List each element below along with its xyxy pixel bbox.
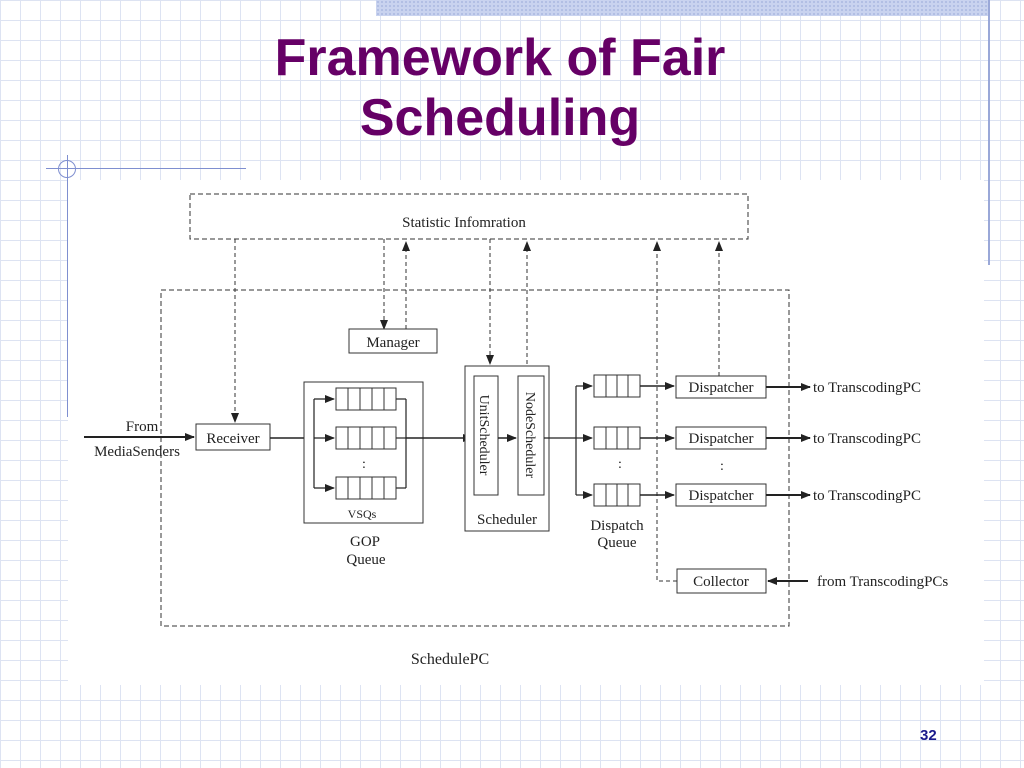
- statistic-information-label: Statistic Infomration: [402, 215, 526, 231]
- schedulepc-boundary: [160, 289, 790, 627]
- collector-box: [676, 568, 767, 594]
- manager-label: Manager: [366, 335, 419, 351]
- dispatcher-label-1: Dispatcher: [689, 380, 754, 396]
- queue-to-dispatcher-arrows: [640, 382, 675, 499]
- gop-label: GOP: [350, 534, 380, 550]
- vsq-ellipsis: :: [362, 457, 366, 472]
- node-scheduler-label: NodeScheduler: [522, 392, 537, 479]
- unit-scheduler-box: [473, 375, 499, 496]
- to-transcoding-label-2: to TranscodingPC: [813, 431, 921, 447]
- dispatcher-ellipsis: :: [720, 459, 724, 474]
- output-arrows: [766, 383, 811, 499]
- vsqs-label: VSQs: [348, 507, 377, 521]
- dispatcher-label-3: Dispatcher: [689, 488, 754, 504]
- vsq-queue-2: [335, 426, 397, 450]
- dispatcher-label-2: Dispatcher: [689, 431, 754, 447]
- receiver-box: [195, 423, 271, 451]
- dashed-arrow-collector-to-stat: [653, 241, 677, 582]
- gop-queue-label: Queue: [346, 552, 385, 568]
- dispatch-label: Dispatch: [590, 518, 644, 534]
- dispatch-queue-1: [593, 374, 641, 398]
- dispatch-queue-label: Queue: [597, 535, 636, 551]
- slide-title: Framework of Fair Scheduling: [150, 28, 850, 148]
- slide-number: 32: [920, 727, 937, 744]
- gop-branch-lines: [313, 395, 407, 492]
- scheduler-label: Scheduler: [477, 512, 537, 528]
- schedulepc-label: SchedulePC: [411, 651, 489, 668]
- statistic-information-box: [189, 193, 749, 240]
- from-label: From: [126, 419, 159, 435]
- collector-label: Collector: [693, 574, 749, 590]
- title-underline-rule: [46, 168, 246, 169]
- vsq-queue-1: [335, 387, 397, 411]
- node-scheduler-box: [517, 375, 545, 496]
- header-decoration-band: [376, 0, 990, 16]
- dispatch-branch-lines: [544, 382, 593, 499]
- title-line-1: Framework of Fair: [274, 29, 726, 87]
- dispatch-queue-3: [593, 483, 641, 507]
- manager-box: [348, 328, 438, 354]
- receiver-label: Receiver: [206, 431, 259, 447]
- left-vertical-rule: [67, 155, 68, 417]
- media-senders-label: MediaSenders: [94, 444, 180, 460]
- vsq-queue-3: [335, 476, 397, 500]
- rule-crosshair-circle: [58, 160, 76, 178]
- dispatch-queue-2: [593, 426, 641, 450]
- right-decoration-rule: [988, 0, 990, 265]
- dispatch-queue-ellipsis: :: [618, 457, 622, 472]
- unit-scheduler-label: UnitScheduler: [476, 395, 491, 476]
- from-transcoding-pcs-label: from TranscodingPCs: [817, 574, 948, 590]
- to-transcoding-label-1: to TranscodingPC: [813, 380, 921, 396]
- gop-queue-box: [303, 381, 424, 524]
- dashed-control-arrows: [231, 239, 723, 582]
- title-line-2: Scheduling: [359, 89, 641, 147]
- to-transcoding-label-3: to TranscodingPC: [813, 488, 921, 504]
